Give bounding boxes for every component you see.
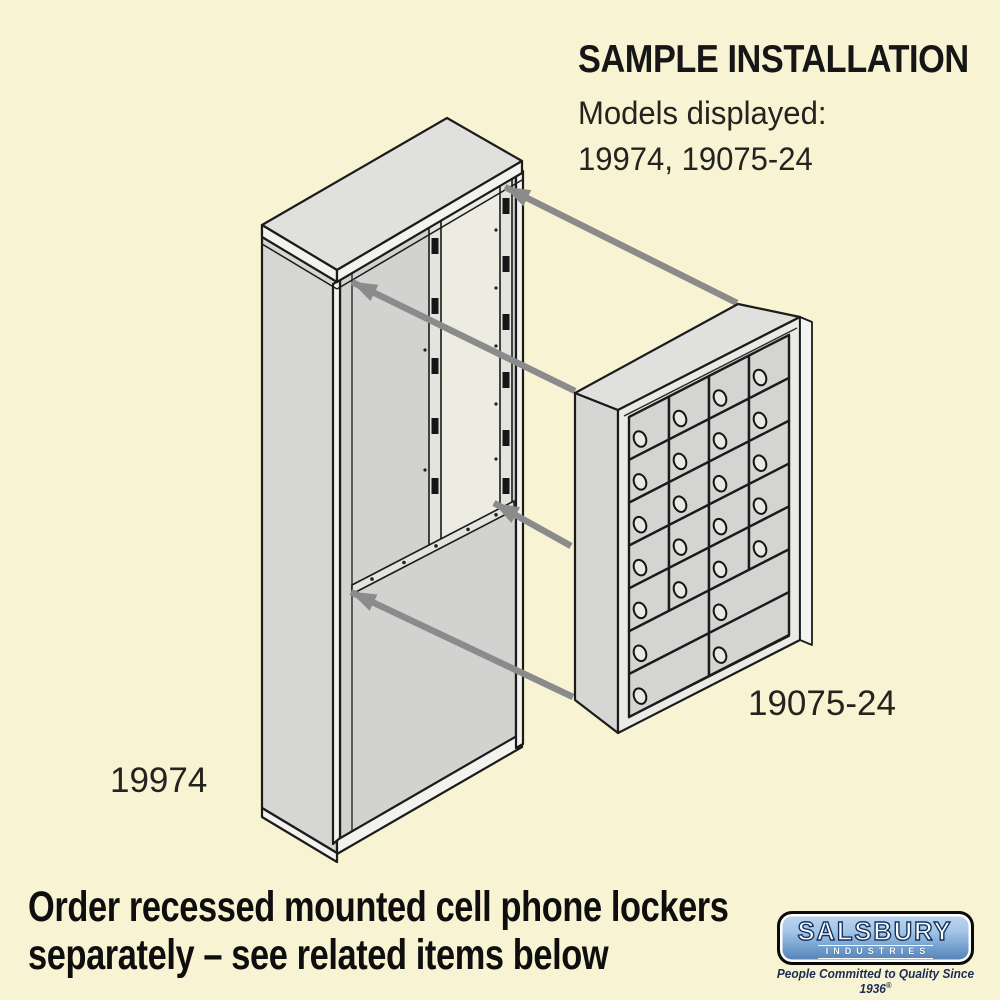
door-lock-icon (712, 517, 728, 536)
hinge-mark (502, 430, 510, 446)
enclosure-unit-19974 (260, 116, 525, 864)
door-lock-icon (752, 454, 768, 472)
door-lock-icon (632, 687, 648, 705)
hinge-mark (431, 478, 439, 494)
enclosure-model-label: 19974 (110, 761, 208, 800)
mounting-hole (423, 468, 427, 472)
mounting-hole (434, 544, 438, 548)
mounting-hole (494, 457, 498, 461)
order-note-line1: Order recessed mounted cell phone locker… (28, 883, 729, 931)
door-lock-icon (672, 452, 688, 471)
mounting-hole (494, 402, 498, 406)
door-lock-icon (752, 540, 768, 558)
title-block: SAMPLE INSTALLATION Models displayed: 19… (578, 38, 1000, 178)
door-lock-icon (712, 560, 728, 579)
models-displayed-label: Models displayed: (578, 95, 827, 131)
locker-door (707, 590, 791, 678)
door-lock-icon (632, 644, 648, 663)
models-displayed-value: 19974, 19075-24 (578, 141, 813, 177)
mounting-rail-vertical-middle (428, 218, 442, 552)
enclosure-front-right-edge (514, 169, 525, 750)
mounting-rail-vertical-right (499, 176, 513, 513)
order-note-line2: separately – see related items below (28, 930, 609, 979)
enclosure-bottom-panel (335, 731, 524, 856)
mounting-hole (466, 527, 470, 532)
door-lock-icon (712, 603, 728, 622)
salsbury-logo: SALSBURY INDUSTRIES (777, 911, 974, 965)
locker-model-label: 19075-24 (748, 684, 896, 723)
hinge-mark (431, 238, 439, 254)
order-note: Order recessed mounted cell phone locker… (28, 883, 729, 979)
enclosure-front-left-edge (331, 278, 342, 846)
door-lock-icon (632, 515, 648, 534)
hinge-mark (502, 198, 510, 214)
mounting-hole (494, 228, 498, 232)
door-lock-icon (672, 581, 688, 599)
hinge-mark (502, 314, 510, 330)
door-lock-icon (752, 411, 768, 430)
install-direction-arrow-mid-right (492, 500, 573, 549)
locker-unit-19075-24 (573, 302, 813, 735)
door-lock-icon (672, 495, 688, 513)
mounting-hole (494, 344, 498, 348)
hinge-mark (431, 298, 439, 314)
install-direction-arrow-lower-left (349, 589, 575, 700)
mounting-hole (494, 286, 498, 290)
door-lock-icon (712, 432, 728, 450)
install-direction-arrow-upper-left (350, 279, 577, 394)
registered-mark: ® (885, 981, 892, 990)
install-direction-arrow-top (503, 184, 739, 306)
enclosure-back-panel (442, 185, 500, 543)
mounting-hole (370, 577, 374, 581)
page-title: SAMPLE INSTALLATION (578, 38, 969, 81)
mounting-hole (423, 348, 427, 352)
enclosure-side-panel (260, 223, 339, 855)
hinge-mark (502, 372, 510, 388)
door-lock-icon (632, 473, 648, 491)
locker-frame-edge (799, 316, 813, 646)
door-lock-icon (632, 430, 648, 448)
logo-tagline: People Committed to Quality Since 1936® (776, 967, 975, 997)
door-lock-icon (632, 601, 648, 620)
hinge-mark (502, 478, 510, 494)
hinge-mark (431, 418, 439, 434)
locker-side-panel (573, 391, 620, 735)
mounting-hole (402, 560, 406, 565)
hinge-marks (423, 198, 510, 494)
enclosure-base (260, 806, 339, 864)
door-grid (627, 333, 791, 719)
door-lock-icon (632, 558, 648, 577)
door-lock-icon (752, 368, 768, 387)
door-lock-icon (712, 474, 728, 493)
door-lock-icon (672, 409, 688, 428)
hinge-mark (502, 256, 510, 272)
hinge-mark (431, 358, 439, 374)
door-lock-icon (712, 389, 728, 407)
logo-division-text: INDUSTRIES (817, 944, 934, 959)
door-lock-icon (752, 497, 768, 515)
door-lock-icon (712, 646, 728, 664)
door-lock-icon (672, 538, 688, 556)
logo-brand-text: SALSBURY (797, 915, 953, 946)
installation-arrows (349, 184, 739, 700)
mounting-hole (494, 513, 498, 517)
